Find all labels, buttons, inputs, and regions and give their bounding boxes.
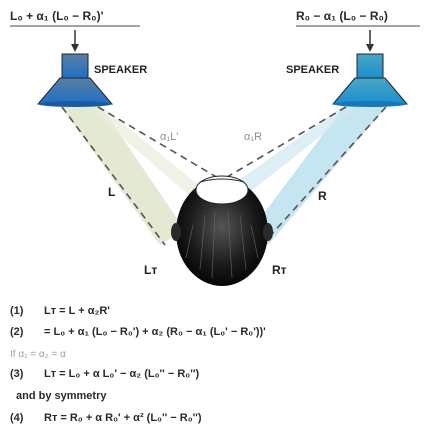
equation-1-text: Lᴛ = L + α₂R' xyxy=(44,305,110,317)
listener-head-icon xyxy=(171,175,273,286)
path-left-outer-label: L xyxy=(108,185,115,199)
equation-condition: If α₁ = α₂ = α xyxy=(10,349,66,360)
equation-2-number: (2) xyxy=(10,326,24,338)
right-speaker-icon xyxy=(331,53,409,107)
right-input-arrowhead xyxy=(366,44,374,52)
symmetry-note-text: and by symmetry xyxy=(16,390,107,402)
equation-1: (1) Lᴛ = L + α₂R' xyxy=(10,305,110,317)
ear-left-label: Lᴛ xyxy=(144,263,157,277)
left-input-arrowhead xyxy=(71,44,79,52)
ear-right-label: Rᴛ xyxy=(272,263,287,277)
speaker-left-label: SPEAKER xyxy=(94,64,147,76)
left-speaker-icon xyxy=(36,53,114,107)
equation-4: (4) Rᴛ = R₀ + α R₀' + α² (L₀'' − R₀'') xyxy=(10,412,202,424)
symmetry-note: and by symmetry xyxy=(16,390,106,402)
path-left-inner-label: α₁L' xyxy=(160,131,178,143)
path-right-outer-label: R xyxy=(318,189,327,203)
equation-2-text: = L₀ + α₁ (L₀ − R₀') + α₂ (R₀ − α₁ (L₀' … xyxy=(44,326,266,338)
equation-1-number: (1) xyxy=(10,305,24,317)
left-outer-path xyxy=(61,106,166,246)
speaker-right-label: SPEAKER xyxy=(286,64,339,76)
top-right-formula: R₀ − α₁ (L₀ − R₀) xyxy=(296,9,388,23)
path-right-inner-label: α₁R xyxy=(244,131,262,143)
right-cross-cone xyxy=(225,105,360,200)
equation-4-number: (4) xyxy=(10,412,24,424)
equation-3-text: Lᴛ = L₀ + α L₀' − α₂ (L₀'' − R₀'') xyxy=(44,368,200,380)
equation-2: (2) = L₀ + α₁ (L₀ − R₀') + α₂ (R₀ − α₁ (L… xyxy=(10,326,266,338)
equation-3-number: (3) xyxy=(10,368,24,380)
equation-3: (3) Lᴛ = L₀ + α L₀' − α₂ (L₀'' − R₀'') xyxy=(10,368,199,380)
crosstalk-diagram: L₀ + α₁ (L₀ − R₀)' R₀ − α₁ (L₀ − R₀) SPE… xyxy=(10,9,420,286)
equation-condition-text: If α₁ = α₂ = α xyxy=(10,349,66,360)
right-direct-cone xyxy=(250,105,388,245)
left-direct-cone xyxy=(60,105,185,245)
equation-4-text: Rᴛ = R₀ + α R₀' + α² (L₀'' − R₀'') xyxy=(44,412,202,424)
top-left-formula: L₀ + α₁ (L₀ − R₀)' xyxy=(10,9,104,23)
right-outer-path xyxy=(261,106,387,246)
left-cross-cone xyxy=(85,105,205,198)
left-inner-path xyxy=(97,106,231,186)
